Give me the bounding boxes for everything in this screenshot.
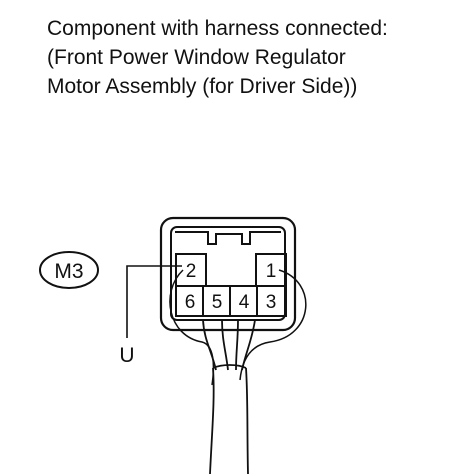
caption: Component with harness connected: (Front…: [47, 14, 388, 101]
terminal-number-1: 1: [266, 261, 277, 282]
caption-line-2: (Front Power Window Regulator: [47, 46, 346, 69]
connector-housing: [159, 216, 297, 332]
terminal-leader: U: [119, 265, 182, 367]
harness-sheath-right: [245, 367, 249, 474]
connector-lock-tab: [175, 231, 281, 245]
terminal-number-6: 6: [185, 292, 196, 313]
terminal-number-5: 5: [212, 292, 223, 313]
probe-wire-terminal-2: [169, 269, 215, 386]
connector-outer-shell: [159, 216, 297, 332]
caption-line-1: Component with harness connected:: [47, 17, 388, 40]
harness-wire-c: [235, 319, 239, 371]
wire-harness: [202, 319, 256, 474]
harness-wire-d: [241, 319, 256, 371]
connector-code-label: M3: [54, 260, 83, 283]
harness-sheath-top: [212, 364, 247, 369]
terminal-labels: 2 1 6 5 4 3: [185, 261, 277, 313]
caption-line-3: Motor Assembly (for Driver Side)): [47, 75, 358, 98]
terminal-letter-label: U: [119, 344, 134, 367]
harness-sheath-left: [209, 367, 215, 474]
terminal-number-3: 3: [266, 292, 277, 313]
terminal-cavity-3: [256, 285, 287, 317]
harness-wire-a: [202, 319, 217, 371]
harness-wire-b: [221, 319, 229, 371]
terminal-number-4: 4: [239, 292, 250, 313]
connector-code-ellipse: [39, 251, 99, 289]
connector-code-badge: M3: [39, 251, 99, 289]
terminal-leader-line: [126, 265, 182, 338]
terminal-number-2: 2: [186, 261, 197, 282]
